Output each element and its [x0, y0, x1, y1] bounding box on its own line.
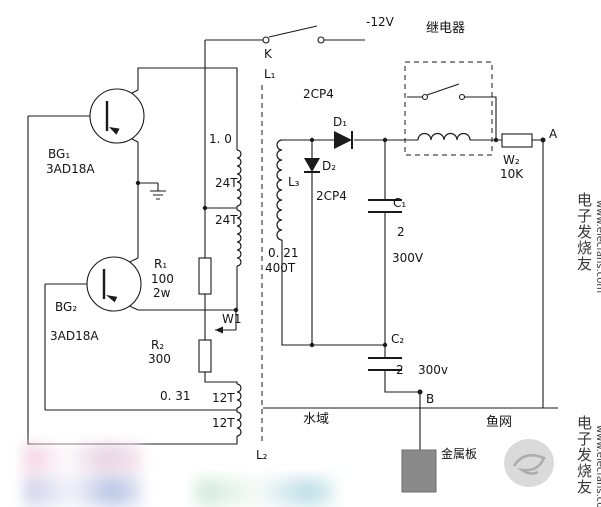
diode-d2-symbol — [304, 158, 320, 173]
w2-label: W₂ — [503, 153, 520, 167]
relay-symbol — [404, 61, 493, 156]
r1-value-label: 100 — [151, 272, 174, 286]
switch-k-label: K — [264, 47, 273, 61]
transistor-bg1-symbol — [89, 88, 145, 144]
d1-label: D₁ — [333, 115, 347, 129]
capacitor-c2-symbol — [368, 357, 402, 371]
secondary-winding-coil — [276, 139, 283, 241]
watermark-bottom: 电子发烧友 www.elecfans.com — [504, 414, 601, 507]
power-switch-symbol — [262, 25, 325, 44]
metal-plate-electrode — [401, 449, 437, 493]
watermark-brand-text: 电子发烧友 — [577, 191, 592, 273]
node-b-label: B — [426, 392, 434, 406]
fishnet-label: 鱼网 — [486, 414, 512, 430]
d2-model-label: 2CP4 — [316, 189, 347, 203]
censored-region-2 — [196, 478, 334, 506]
r2-label: R₂ — [151, 338, 164, 352]
feedback-turns-label-2: 12T — [212, 416, 235, 430]
watermark-site-text: www.elecfans.com — [594, 200, 601, 293]
secondary-wire-dia-label: 0. 21 — [268, 246, 299, 260]
bg2-model-label: 3AD18A — [50, 329, 99, 343]
l1-label: L₁ — [264, 67, 276, 81]
watermark-site-text-2: www.elecfans.com — [594, 425, 601, 507]
resistor-w2 — [501, 133, 533, 148]
l2-label: L₂ — [256, 448, 268, 462]
censored-region-1 — [24, 444, 142, 506]
primary-turns-label-1: 24T — [215, 176, 238, 190]
d2-label: D₂ — [322, 159, 336, 173]
feedback-wire-dia-label: 0. 31 — [160, 389, 191, 403]
feedback-turns-label-1: 12T — [212, 391, 235, 405]
transistor-bg2-symbol — [86, 256, 142, 312]
w2-value-label: 10K — [500, 167, 524, 181]
supply-voltage-label: -12V — [366, 15, 395, 29]
c1-voltage-label: 300V — [392, 251, 424, 265]
w1-label: W1 — [222, 312, 242, 326]
watermark-logo-blob — [504, 439, 554, 487]
r1-power-label: 2w — [153, 286, 171, 300]
relay-label: 继电器 — [426, 21, 465, 36]
bg1-label: BG₁ — [48, 147, 70, 161]
resistor-r1 — [198, 257, 212, 295]
watermark-mid: 电子发烧友 www.elecfans.com — [577, 191, 601, 293]
l3-label: L₃ — [288, 175, 300, 189]
r1-label: R₁ — [154, 257, 167, 271]
c1-value-label: 2 — [397, 225, 405, 239]
watermark-brand-text-2: 电子发烧友 — [577, 414, 592, 496]
water-area-label: 水域 — [303, 412, 329, 427]
d1-model-label: 2CP4 — [303, 87, 334, 101]
secondary-turns-label: 400T — [265, 261, 296, 275]
diode-d1-symbol — [334, 131, 353, 149]
c1-label: C₁ — [393, 196, 406, 210]
feedback-winding-coil — [236, 383, 242, 437]
c2-label: C₂ — [391, 332, 404, 346]
resistor-r2 — [198, 339, 212, 373]
w1-wiper-arrow — [215, 326, 223, 334]
bg1-model-label: 3AD18A — [46, 162, 95, 176]
node-a-label: A — [549, 127, 558, 141]
r2-value-label: 300 — [148, 352, 171, 366]
watermark-logo-swirl — [512, 454, 546, 475]
capacitor-c1-symbol — [368, 199, 402, 213]
relay-coil — [417, 132, 471, 141]
primary-turns-label-2: 24T — [215, 213, 238, 227]
junction-dots — [135, 137, 546, 395]
primary-wire-dia-label: 1. 0 — [209, 132, 232, 146]
bg2-label: BG₂ — [55, 300, 77, 314]
c2-value-label: 2 — [396, 363, 404, 377]
labels: -12V K 继电器 L₁ L₂ L₃ 1. 0 24T 24T 0. 31 1… — [46, 15, 558, 462]
primary-winding-coil — [236, 149, 242, 267]
c2-voltage-label: 300v — [418, 363, 448, 377]
metal-plate-label: 金属板 — [441, 446, 477, 461]
ground-icon — [150, 190, 166, 200]
